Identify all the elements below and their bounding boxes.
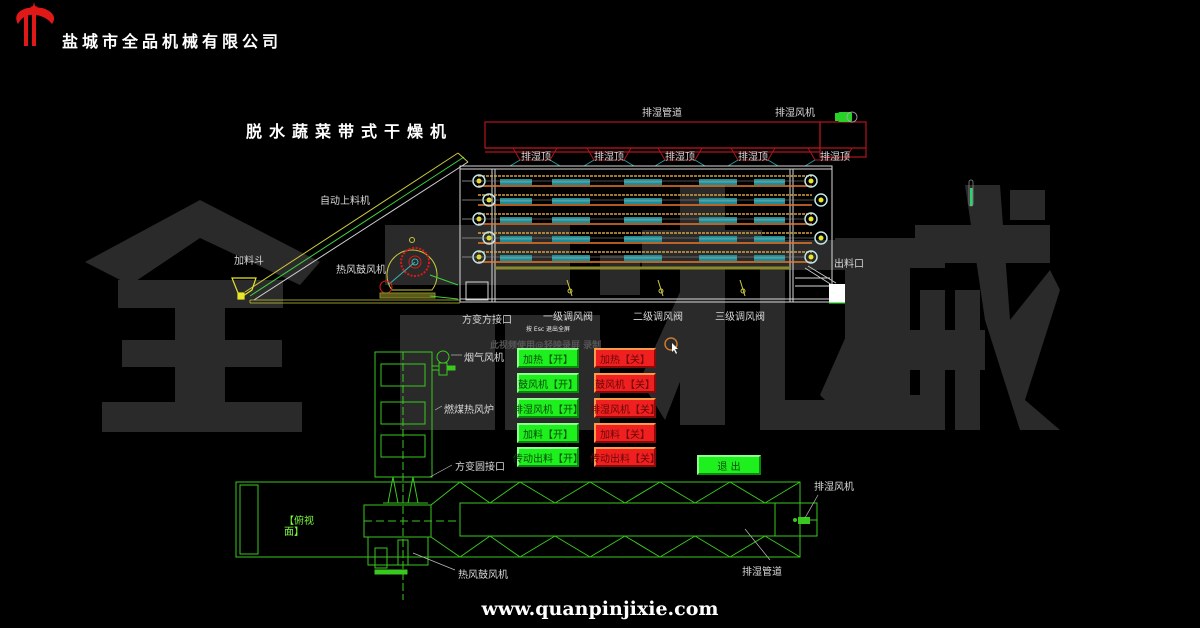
watermark-char-quan <box>85 200 320 432</box>
truss-member <box>430 481 461 506</box>
auto-feeder-conveyor <box>244 152 469 301</box>
truss-member <box>764 535 801 558</box>
truss-member <box>430 536 461 558</box>
label-outlet: 出料口 <box>834 259 864 270</box>
label-hot-air-blower: 热风鼓风机 <box>336 265 386 276</box>
label-damper-3: 三级调风阀 <box>715 312 765 323</box>
label-round-interface: 方变圆接口 <box>455 462 505 473</box>
coal-furnace <box>374 351 433 600</box>
roller-hub <box>808 216 814 222</box>
label-top-view: 【俯视面】 <box>284 516 314 538</box>
truss-member <box>694 481 731 504</box>
blower-off-button[interactable]: 鼓风机【关】 <box>594 373 656 393</box>
exhaust-fan-on-button[interactable]: 排湿风机【开】 <box>513 398 583 418</box>
diagram-title: 脱水蔬菜带式干燥机 <box>246 122 454 141</box>
top-view-chamber <box>235 481 818 575</box>
roller-hub <box>818 235 824 241</box>
hopper <box>231 277 257 300</box>
truss-member <box>659 481 696 504</box>
website-url: www.quanpinjixie.com <box>481 598 719 620</box>
truss-member <box>764 481 801 504</box>
truss-member <box>459 481 491 504</box>
flue-fan-icon <box>432 350 456 376</box>
label-exhaust-hood: 排湿顶 <box>521 152 551 163</box>
label-flue-fan: 烟气风机 <box>464 353 504 364</box>
label-auto-feeder: 自动上料机 <box>320 196 370 207</box>
discharge-on-button[interactable]: 传动出料【开】 <box>513 447 583 467</box>
dampers <box>566 279 746 297</box>
truss-member <box>519 481 556 504</box>
truss-member <box>554 481 591 504</box>
mouse-cursor <box>664 337 678 354</box>
label-exhaust-hood: 排湿顶 <box>820 152 850 163</box>
outlet-chute <box>804 265 845 304</box>
machine-base <box>249 299 460 304</box>
label-hot-air-blower-top: 热风鼓风机 <box>458 570 508 581</box>
label-hopper: 加料斗 <box>234 256 264 267</box>
exhaust-hood-legs <box>509 159 816 167</box>
truss-member <box>624 481 661 504</box>
truss-member <box>554 535 591 558</box>
exit-button[interactable]: 退 出 <box>697 455 761 475</box>
label-square-interface: 方变方接口 <box>462 315 512 326</box>
label-exhaust-hood: 排湿顶 <box>594 152 624 163</box>
exhaust-fan-icon <box>835 111 858 123</box>
exhaust-fan-top-icon <box>793 517 817 524</box>
roller-hub <box>818 197 824 203</box>
watermark-char-xie <box>820 185 1060 430</box>
exhaust-fan-off-button[interactable]: 排湿风机【关】 <box>590 398 660 418</box>
truss-member <box>729 535 766 558</box>
label-exhaust-hood: 排湿顶 <box>738 152 768 163</box>
truss-member <box>519 535 556 558</box>
truss-member <box>589 481 626 504</box>
truss-member <box>659 535 696 558</box>
roller-hub <box>808 178 814 184</box>
truss-member <box>729 481 766 504</box>
hot-air-blower-side <box>379 237 459 300</box>
qp-logo-icon <box>16 2 55 46</box>
blower-on-button[interactable]: 鼓风机【开】 <box>517 373 579 393</box>
top-view-truss <box>430 481 801 558</box>
roller-hub <box>808 254 814 260</box>
truss-member <box>459 535 491 558</box>
recording-notice: 此视频使用@轻映录屏 录制 <box>490 341 602 351</box>
esc-hint: 按 Esc 退出全屏 <box>526 326 571 333</box>
truss-member <box>624 535 661 558</box>
label-exhaust-duct: 排湿管道 <box>642 108 682 119</box>
furnace-funnel <box>383 476 428 504</box>
leader-lines <box>412 354 819 571</box>
belt-layers <box>462 174 828 264</box>
company-name: 盐城市全品机械有限公司 <box>62 32 283 51</box>
label-damper-2: 二级调风阀 <box>633 312 683 323</box>
label-exhaust-fan-top: 排湿风机 <box>814 482 854 493</box>
label-exhaust-fan: 排湿风机 <box>775 108 815 119</box>
feeding-on-button[interactable]: 加料【开】 <box>517 423 579 443</box>
heating-on-button[interactable]: 加热【开】 <box>517 348 579 368</box>
truss-member <box>589 535 626 558</box>
feeding-off-button[interactable]: 加料【关】 <box>594 423 656 443</box>
heating-off-button[interactable]: 加热【关】 <box>594 348 656 368</box>
label-exhaust-duct-top: 排湿管道 <box>742 567 782 578</box>
label-coal-furnace: 燃煤热风炉 <box>444 405 494 416</box>
truss-member <box>694 535 731 558</box>
label-exhaust-hood: 排湿顶 <box>665 152 695 163</box>
thermometer-icon <box>968 179 974 207</box>
truss-member <box>489 535 521 558</box>
discharge-off-button[interactable]: 传动出料【关】 <box>590 447 660 467</box>
truss-member <box>489 481 521 504</box>
label-damper-1: 一级调风阀 <box>543 312 593 323</box>
